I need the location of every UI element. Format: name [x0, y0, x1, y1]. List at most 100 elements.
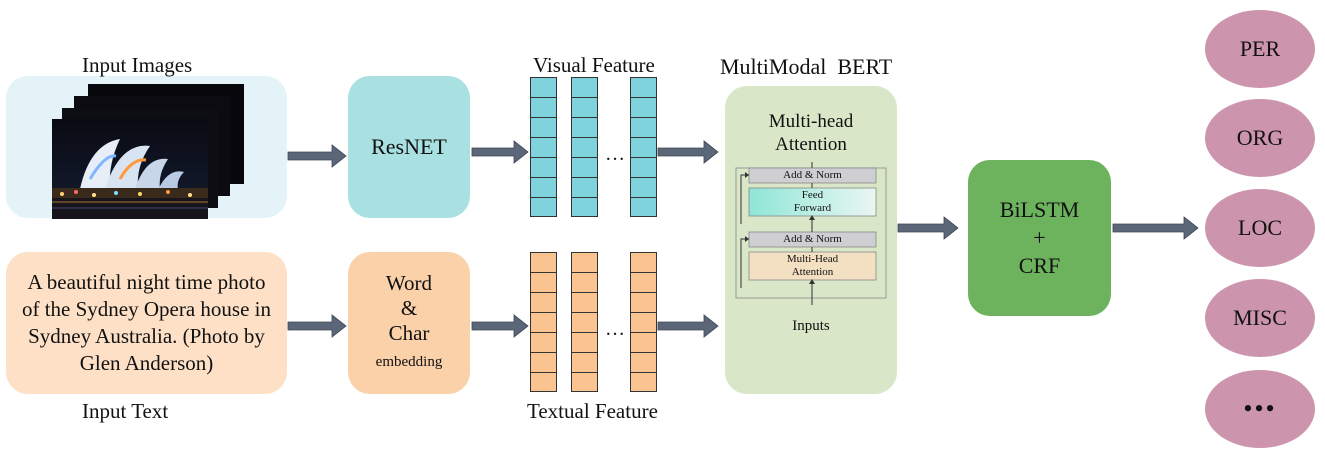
textual-feature-cell: [572, 273, 597, 293]
visual-feature-label: Visual Feature: [533, 53, 655, 77]
textual-feature-ellipsis: …: [605, 318, 625, 340]
output-more-label: •••: [1243, 394, 1277, 423]
multi-head-attention-label: Multi-Head Attention: [749, 253, 876, 279]
visual-feature-cell: [531, 158, 556, 178]
visual-feature-ellipsis: …: [605, 143, 625, 165]
embedding-word-label: Word: [385, 271, 433, 295]
arrow-resnet-to-visual: [471, 140, 529, 164]
embedding-char-label: Char: [388, 321, 430, 345]
textual-feature-column-1: [530, 252, 557, 392]
visual-feature-cell: [631, 178, 656, 198]
visual-feature-cell: [631, 98, 656, 118]
textual-feature-cell: [572, 353, 597, 373]
inputs-arrowhead: [809, 279, 815, 284]
resnet-label: ResNET: [371, 134, 447, 159]
textual-feature-cell: [531, 373, 556, 393]
plus-label: +: [1033, 225, 1046, 250]
textual-feature-cell: [631, 313, 656, 333]
embedding-sub-label: embedding: [375, 354, 443, 370]
residual-upper-arrowhead: [745, 172, 749, 178]
output-loc: LOC: [1205, 189, 1315, 267]
feed-forward-box: [748, 187, 877, 217]
arrow-bilstm-to-outputs: [1112, 216, 1199, 240]
mha-line-2: Attention: [791, 266, 834, 278]
bilstm-label: BiLSTM: [999, 197, 1080, 222]
visual-feature-cell: [531, 198, 556, 218]
arrow-textual-to-bert: [657, 314, 719, 338]
visual-feature-cell: [631, 78, 656, 98]
textual-feature-column-3: [630, 252, 657, 392]
norm-to-feed-arrowhead: [809, 215, 815, 220]
visual-feature-column-2: [571, 77, 598, 217]
arrow-embedding-to-textual: [471, 314, 529, 338]
visual-feature-cell: [572, 78, 597, 98]
textual-feature-cell: [572, 373, 597, 393]
bert-attention-line-1: Multi-head: [768, 111, 854, 132]
resnet-box: ResNET: [348, 76, 470, 218]
textual-feature-cell: [631, 273, 656, 293]
arrow-visual-to-bert: [657, 140, 719, 164]
multi-head-attention-box: [748, 251, 877, 281]
output-more: •••: [1205, 370, 1315, 448]
visual-feature-cell: [531, 178, 556, 198]
bert-title: MultiModal BERT: [720, 54, 893, 79]
bert-attention-line-2: Attention: [775, 134, 847, 155]
add-norm-bottom-label: Add & Norm: [783, 233, 842, 245]
visual-feature-cell: [531, 138, 556, 158]
textual-feature-cell: [531, 293, 556, 313]
visual-feature-cell: [572, 98, 597, 118]
input-text-panel: A beautiful night time photo of the Sydn…: [6, 252, 287, 394]
textual-feature-cell: [572, 253, 597, 273]
add-norm-top-label: Add & Norm: [783, 169, 842, 181]
input-images-label: Input Images: [82, 53, 193, 77]
crf-label: CRF: [1018, 253, 1061, 278]
visual-feature-column-3: [630, 77, 657, 217]
bert-attention-title: Multi-head Attention: [725, 110, 897, 156]
visual-feature-cell: [572, 178, 597, 198]
output-org-label: ORG: [1236, 125, 1284, 150]
transformer-block: [735, 162, 887, 305]
textual-feature-cell: [572, 293, 597, 313]
textual-feature-column-2: [571, 252, 598, 392]
residual-lower: [740, 238, 749, 288]
visual-feature-cell: [572, 198, 597, 218]
visual-feature-column-1: [530, 77, 557, 217]
visual-feature-cell: [531, 118, 556, 138]
output-misc-label: MISC: [1233, 305, 1287, 330]
residual-upper: [740, 174, 749, 224]
residual-lower-arrowhead: [745, 236, 749, 242]
arrow-images-to-resnet: [287, 144, 347, 168]
textual-feature-cell: [572, 333, 597, 353]
output-org: ORG: [1205, 99, 1315, 177]
visual-feature-cell: [531, 98, 556, 118]
visual-feature-cell: [631, 198, 656, 218]
visual-feature-cell: [572, 138, 597, 158]
bilstm-crf-box: BiLSTM + CRF: [968, 160, 1111, 316]
textual-feature-cell: [631, 253, 656, 273]
mha-line-1: Multi-Head: [786, 253, 839, 265]
visual-feature-cell: [631, 118, 656, 138]
feed-forward-line-2: Forward: [793, 202, 832, 214]
textual-feature-cell: [631, 373, 656, 393]
visual-feature-cell: [572, 118, 597, 138]
input-text-line-2: of the Sydney Opera house in: [21, 297, 272, 321]
textual-feature-cell: [572, 313, 597, 333]
textual-feature-cell: [631, 293, 656, 313]
textual-feature-cell: [631, 333, 656, 353]
output-loc-label: LOC: [1238, 215, 1282, 240]
opera-house-photo: [52, 119, 208, 219]
visual-feature-cell: [631, 158, 656, 178]
input-text-line-4: Glen Anderson): [79, 351, 214, 375]
visual-feature-cell: [572, 158, 597, 178]
output-per: PER: [1205, 10, 1315, 88]
opera-house-photo-stack: [52, 84, 244, 219]
arrow-bert-to-bilstm: [897, 216, 959, 240]
textual-feature-cell: [531, 333, 556, 353]
arrow-text-to-embedding: [287, 314, 347, 338]
embedding-box: Word & Char embedding: [348, 252, 470, 394]
embedding-amp-label: &: [400, 296, 418, 320]
textual-feature-cell: [531, 353, 556, 373]
visual-feature-cell: [531, 78, 556, 98]
textual-feature-cell: [531, 313, 556, 333]
